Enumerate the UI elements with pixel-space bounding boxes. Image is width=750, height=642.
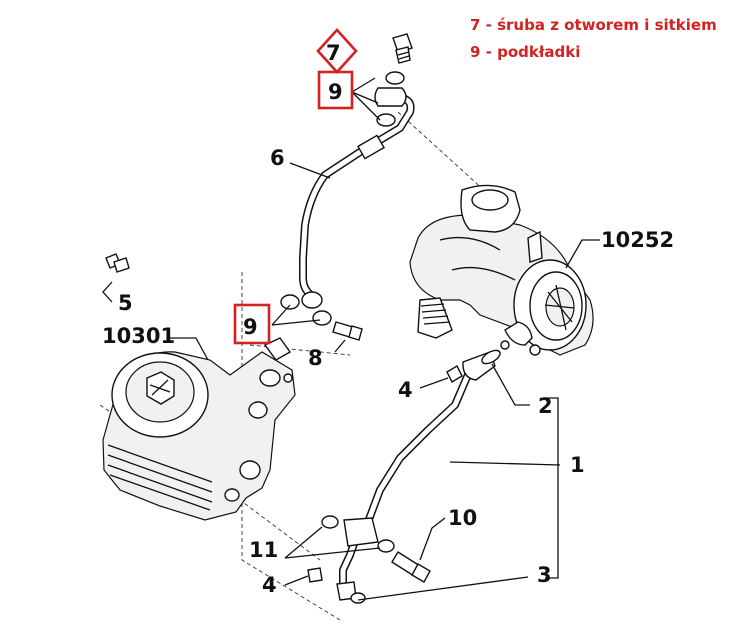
callout-numbers: 7 9 6 5 10301 9 8 10252 4 2 1 10 11 4 3 <box>102 41 674 597</box>
callout-10301: 10301 <box>102 324 175 348</box>
callout-8: 8 <box>308 346 323 370</box>
callout-1: 1 <box>570 453 585 477</box>
legend: 7 - śruba z otworem i sitkiem 9 - podkła… <box>470 16 717 61</box>
callout-9-top: 9 <box>328 80 343 104</box>
callout-2: 2 <box>538 394 553 418</box>
callout-7: 7 <box>326 41 341 65</box>
callout-4-upper: 4 <box>398 378 413 402</box>
washer-top-1 <box>385 71 405 85</box>
oil-feed-pipe-6 <box>299 87 415 309</box>
washer-bottom-2 <box>312 310 332 326</box>
callout-3: 3 <box>537 563 552 587</box>
washer-bottom-1 <box>280 294 300 310</box>
legend-line-7: 7 - śruba z otworem i sitkiem <box>470 16 717 34</box>
oil-filter-housing <box>102 337 296 521</box>
washer-11-a <box>321 515 339 529</box>
callout-10: 10 <box>448 506 477 530</box>
washer-top-2 <box>376 113 396 127</box>
leader-lines <box>102 77 600 601</box>
gasket-2 <box>481 349 501 365</box>
bolt-4-lower <box>307 567 323 583</box>
callout-4-lower: 4 <box>262 573 277 597</box>
washer-11-b <box>377 539 395 553</box>
callout-10252: 10252 <box>601 228 674 252</box>
callout-5: 5 <box>118 291 133 315</box>
bolt-10 <box>391 551 431 583</box>
turbocharger <box>409 184 594 356</box>
callout-9-bottom: 9 <box>243 315 258 339</box>
highlight-box-9-top <box>317 70 354 110</box>
legend-line-9: 9 - podkładki <box>470 43 580 61</box>
gasket-3 <box>350 592 366 604</box>
bolt-8 <box>332 321 363 341</box>
highlight-box-9-bottom <box>233 303 271 345</box>
bolt-4-upper <box>446 365 463 383</box>
highlight-markers <box>233 28 358 345</box>
callout-11: 11 <box>249 538 278 562</box>
callout-6: 6 <box>270 146 285 170</box>
banjo-bolt-7 <box>392 33 413 64</box>
bolt-5 <box>105 253 130 273</box>
